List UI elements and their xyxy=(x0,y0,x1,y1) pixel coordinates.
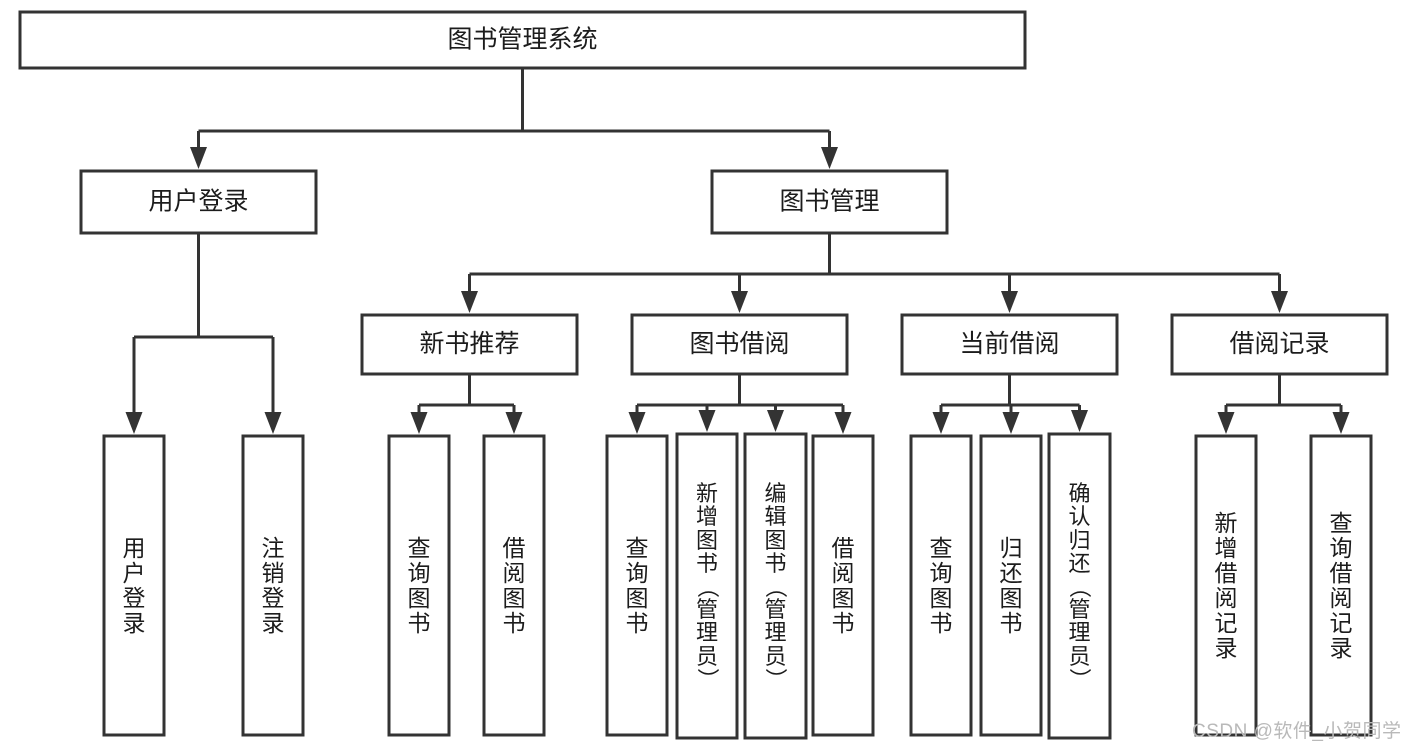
arrow-head-icon xyxy=(1071,410,1088,432)
node-box-leaf-borrow-borrow-book[interactable] xyxy=(811,434,875,737)
node-box-current-borrow[interactable] xyxy=(900,313,1119,376)
node-user-login[interactable]: 用户登录 xyxy=(79,169,318,235)
arrow-head-icon xyxy=(1271,291,1288,313)
node-box-leaf-borrow-query-book[interactable] xyxy=(605,434,669,737)
node-box-user-login[interactable] xyxy=(79,169,318,235)
node-box-leaf-cur-confirm-return[interactable] xyxy=(1047,432,1112,740)
node-leaf-logout[interactable] xyxy=(241,434,305,737)
node-leaf-borrow-query-book[interactable] xyxy=(605,434,669,737)
node-box-leaf-rec-add-record[interactable] xyxy=(1194,434,1258,737)
arrow-head-icon xyxy=(190,147,207,169)
node-book-borrow[interactable]: 图书借阅 xyxy=(630,313,849,376)
arrow-head-icon xyxy=(834,412,852,434)
arrow-head-icon xyxy=(505,412,523,434)
node-leaf-borrow-add-book[interactable] xyxy=(675,432,739,740)
node-book-manage[interactable]: 图书管理 xyxy=(710,169,949,235)
node-box-borrow-record[interactable] xyxy=(1170,313,1389,376)
node-box-leaf-user-login[interactable] xyxy=(102,434,166,737)
node-leaf-borrow-edit-book[interactable] xyxy=(743,432,808,740)
node-label-root: 图书管理系统 xyxy=(447,26,597,54)
node-label-new-book-rec: 新书推荐 xyxy=(419,330,519,358)
node-box-root[interactable] xyxy=(18,10,1027,70)
node-leaf-rec-query-book[interactable] xyxy=(387,434,451,737)
node-leaf-cur-return-book[interactable] xyxy=(979,434,1043,737)
node-label-current-borrow: 当前借阅 xyxy=(959,330,1059,358)
arrow-head-icon xyxy=(410,412,428,434)
node-box-leaf-cur-query-book[interactable] xyxy=(909,434,973,737)
arrow-head-icon xyxy=(821,147,838,169)
node-leaf-user-login[interactable] xyxy=(102,434,166,737)
node-box-leaf-logout[interactable] xyxy=(241,434,305,737)
node-box-new-book-rec[interactable] xyxy=(360,313,579,376)
arrow-head-icon xyxy=(125,412,143,434)
arrow-head-icon xyxy=(767,410,784,432)
arrow-head-icon xyxy=(628,412,646,434)
node-label-book-borrow: 图书借阅 xyxy=(689,330,789,358)
node-borrow-record[interactable]: 借阅记录 xyxy=(1170,313,1389,376)
arrow-head-icon xyxy=(1217,412,1235,434)
node-leaf-rec-add-record[interactable] xyxy=(1194,434,1258,737)
arrow-head-icon xyxy=(932,412,950,434)
node-leaf-rec-borrow-book[interactable] xyxy=(482,434,546,737)
node-label-book-manage: 图书管理 xyxy=(779,188,879,216)
node-box-leaf-borrow-edit-book[interactable] xyxy=(743,432,808,740)
node-label-borrow-record: 借阅记录 xyxy=(1229,330,1329,358)
arrow-head-icon xyxy=(1332,412,1350,434)
arrow-head-icon xyxy=(1001,291,1018,313)
arrow-head-icon xyxy=(698,410,716,432)
node-label-user-login: 用户登录 xyxy=(148,188,248,216)
arrow-head-icon xyxy=(731,291,748,313)
node-root[interactable]: 图书管理系统 xyxy=(18,10,1027,70)
node-box-book-manage[interactable] xyxy=(710,169,949,235)
node-new-book-rec[interactable]: 新书推荐 xyxy=(360,313,579,376)
node-box-leaf-cur-return-book[interactable] xyxy=(979,434,1043,737)
node-box-leaf-rec-query-book[interactable] xyxy=(387,434,451,737)
node-leaf-rec-query-record[interactable] xyxy=(1309,434,1373,737)
node-box-leaf-borrow-add-book[interactable] xyxy=(675,432,739,740)
node-box-leaf-rec-borrow-book[interactable] xyxy=(482,434,546,737)
node-leaf-borrow-borrow-book[interactable] xyxy=(811,434,875,737)
node-box-book-borrow[interactable] xyxy=(630,313,849,376)
arrow-head-icon xyxy=(461,291,478,313)
arrow-head-icon xyxy=(264,412,282,434)
node-current-borrow[interactable]: 当前借阅 xyxy=(900,313,1119,376)
node-leaf-cur-query-book[interactable] xyxy=(909,434,973,737)
node-box-leaf-rec-query-record[interactable] xyxy=(1309,434,1373,737)
csdn-watermark: CSDN @软件_小贺同学 xyxy=(1192,721,1402,742)
node-leaf-cur-confirm-return[interactable] xyxy=(1047,432,1112,740)
arrow-head-icon xyxy=(1002,412,1020,434)
